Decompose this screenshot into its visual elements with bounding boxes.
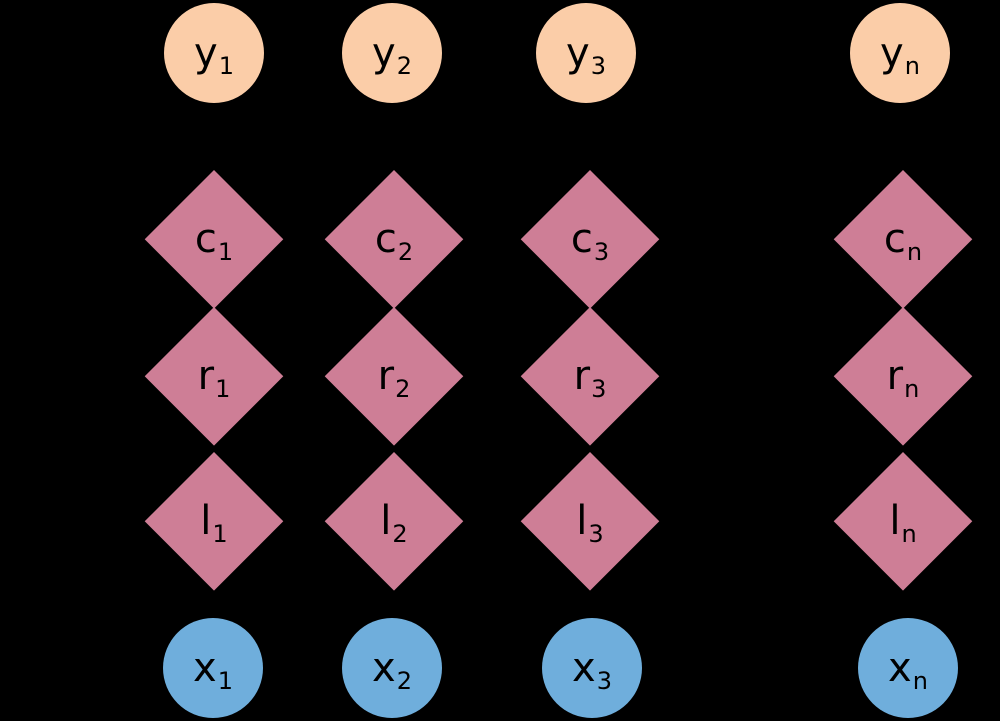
node-symbol-x2: x <box>372 645 396 691</box>
node-symbol-l2: l <box>380 498 392 544</box>
node-subscript-x2: 2 <box>396 667 412 695</box>
node-subscript-l3: 3 <box>588 520 604 548</box>
node-subscript-c2: 2 <box>397 238 414 266</box>
node-subscript-c1: 1 <box>217 238 234 266</box>
node-subscript-rn: n <box>904 375 920 403</box>
node-subscript-cn: n <box>906 238 923 266</box>
node-subscript-yn: n <box>904 52 920 80</box>
node-symbol-c2: c <box>374 216 397 262</box>
node-subscript-xn: n <box>912 667 928 695</box>
node-symbol-x1: x <box>193 645 217 691</box>
node-subscript-x1: 1 <box>217 667 233 695</box>
node-subscript-y1: 1 <box>218 52 234 80</box>
node-symbol-yn: y <box>880 30 904 76</box>
node-subscript-r1: 1 <box>215 375 231 403</box>
node-symbol-r1: r <box>197 353 215 399</box>
node-subscript-l2: 2 <box>392 520 408 548</box>
node-symbol-r2: r <box>377 353 395 399</box>
node-subscript-c3: 3 <box>593 238 610 266</box>
node-symbol-y2: y <box>372 30 396 76</box>
node-symbol-y1: y <box>194 30 218 76</box>
node-symbol-c1: c <box>194 216 217 262</box>
node-subscript-ln: n <box>901 520 917 548</box>
node-symbol-rn: r <box>886 353 904 399</box>
node-subscript-r3: 3 <box>591 375 607 403</box>
node-subscript-y2: 2 <box>396 52 412 80</box>
node-symbol-y3: y <box>566 30 590 76</box>
node-symbol-l3: l <box>576 498 588 544</box>
node-subscript-y3: 3 <box>590 52 606 80</box>
node-symbol-cn: c <box>883 216 906 262</box>
node-symbol-x3: x <box>572 645 596 691</box>
node-subscript-x3: 3 <box>596 667 612 695</box>
node-symbol-l1: l <box>200 498 212 544</box>
node-subscript-l1: 1 <box>212 520 228 548</box>
node-symbol-ln: l <box>889 498 901 544</box>
node-symbol-xn: x <box>888 645 912 691</box>
node-symbol-c3: c <box>570 216 593 262</box>
node-subscript-r2: 2 <box>395 375 411 403</box>
node-symbol-r3: r <box>573 353 591 399</box>
